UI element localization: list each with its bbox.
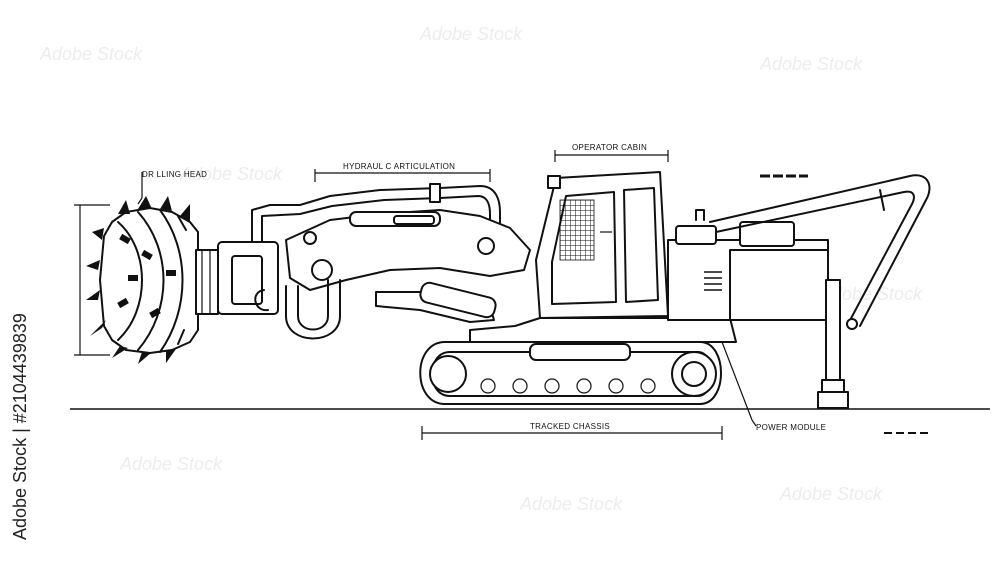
label-operator-cabin: OPERATOR CABIN <box>572 143 647 152</box>
watermark-text: Adobe Stock <box>519 494 623 514</box>
watermark-text: Adobe Stock <box>759 54 863 74</box>
operator-cabin <box>535 150 669 319</box>
watermark-text: Adobe Stock <box>119 454 223 474</box>
watermark-text: Adobe Stock <box>819 284 923 304</box>
power-module <box>667 174 931 434</box>
hydraulic-articulation <box>217 169 531 340</box>
watermark-text: Adobe Stock <box>39 44 143 64</box>
label-drilling-head: DR LLING HEAD <box>142 170 207 179</box>
stock-id-text: Adobe Stock | #2104439839 <box>10 313 30 540</box>
label-tracked-chassis: TRACKED CHASSIS <box>530 422 610 431</box>
label-power-module: POWER MODULE <box>756 423 826 432</box>
label-hydraulic-articulation: HYDRAUL C ARTICULATION <box>343 162 455 171</box>
watermark-text: Adobe Stock <box>779 484 883 504</box>
tracked-chassis <box>419 317 737 440</box>
watermark-pattern: Adobe Stock Adobe Stock Adobe Stock Adob… <box>39 24 923 514</box>
watermark-text: Adobe Stock <box>419 24 523 44</box>
drilling-head <box>74 196 219 364</box>
watermark-text: Adobe Stock <box>179 164 283 184</box>
